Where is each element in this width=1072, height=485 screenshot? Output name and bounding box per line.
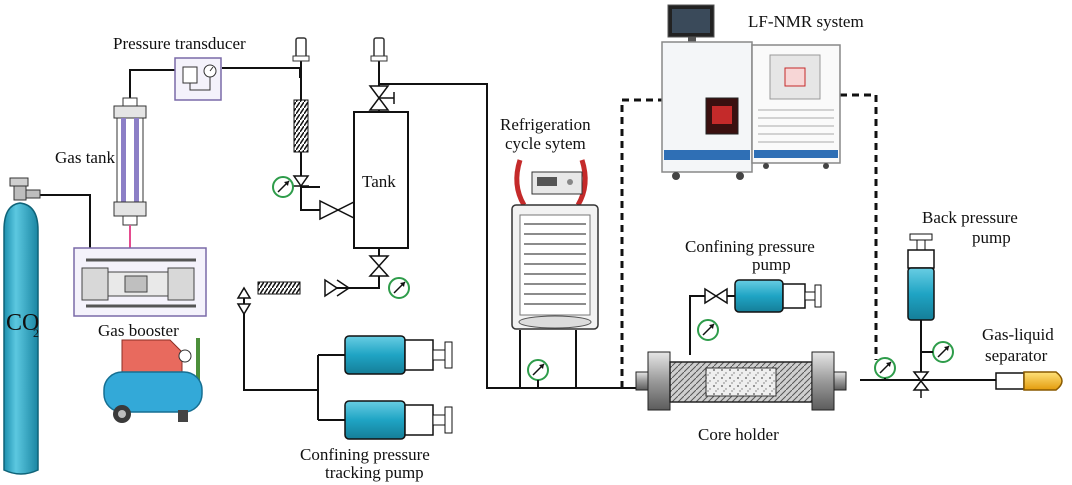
refrigeration-system: Refrigeration cycle sytem — [500, 115, 599, 330]
back-pressure-label-line2: pump — [972, 228, 1011, 247]
gas-tank: Gas tank — [55, 97, 147, 248]
air-compressor — [103, 338, 203, 423]
tank: Tank — [353, 37, 409, 277]
tracking-line-fittings — [236, 278, 351, 316]
gauge-outlet — [874, 357, 896, 380]
gas-booster-label: Gas booster — [98, 321, 179, 340]
gas-liquid-separator: Gas-liquid separator — [982, 325, 1063, 391]
pressure-transducer-label: Pressure transducer — [113, 34, 246, 53]
co2-label: CO — [6, 310, 39, 336]
confining-pump-label-line2: pump — [752, 255, 791, 274]
refrigeration-label-line1: Refrigeration — [500, 115, 591, 134]
signal-cables — [620, 93, 878, 388]
gas-tank-label: Gas tank — [55, 148, 115, 167]
lf-nmr-label: LF-NMR system — [748, 12, 864, 31]
tracking-pump-upper — [344, 335, 453, 375]
pipelines — [40, 58, 996, 421]
lf-nmr-system: LF-NMR system — [661, 4, 864, 180]
gauge-tank-outlet — [388, 277, 410, 299]
tracking-pump-label-line2: tracking pump — [325, 463, 424, 482]
back-pressure-label-line1: Back pressure — [922, 208, 1018, 227]
refrigeration-label-line2: cycle sytem — [505, 134, 586, 153]
gauge-confining — [697, 319, 719, 341]
gauge-back-pressure — [921, 341, 954, 363]
tracking-pump-label-line1: Confining pressure — [300, 445, 430, 464]
core-holder: Core holder — [635, 351, 847, 444]
gas-booster: Gas booster — [73, 247, 207, 340]
tank-label: Tank — [362, 172, 396, 191]
pressure-transducer: Pressure transducer — [113, 34, 246, 101]
gauge-tank-inlet — [272, 176, 294, 198]
back-pressure-pump: Back pressure pump — [907, 208, 1018, 321]
co2-cylinder: CO 2 — [3, 177, 41, 475]
valve-tank-inlet — [319, 199, 357, 221]
gauge-refrigeration — [527, 359, 549, 388]
inlet-assembly — [292, 37, 310, 188]
tracking-pump-lower — [344, 400, 453, 440]
co2-subscript: 2 — [33, 326, 39, 340]
separator-label-line1: Gas-liquid — [982, 325, 1054, 344]
confining-pump-label-line1: Confining pressure — [685, 237, 815, 256]
core-holder-label: Core holder — [698, 425, 779, 444]
valve-back-pressure — [912, 371, 930, 398]
confining-pressure-pump: Confining pressure pump — [685, 237, 822, 313]
separator-label-line2: separator — [985, 346, 1048, 365]
